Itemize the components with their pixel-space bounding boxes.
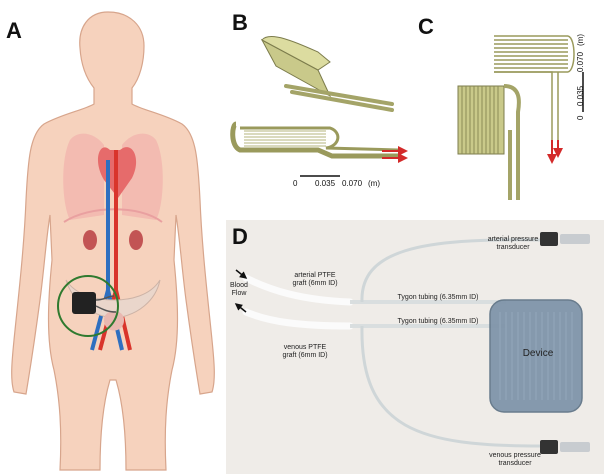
scale-b-unit: (m) [368, 179, 380, 188]
coil-side-lines [244, 130, 326, 147]
label-tygon-bottom: Tygon tubing (6.35mm ID) [397, 318, 479, 325]
implant-highlight-ring [57, 275, 119, 337]
label-blood-flow: Blood Flow [230, 282, 248, 297]
label-venous-graft: venous PTFE graft (6mm ID) [282, 344, 328, 359]
implant-tubing [95, 295, 117, 313]
arterial-graft [242, 274, 354, 306]
label-venous-transducer: venous pressure transducer [489, 452, 541, 467]
label-device: Device [522, 348, 554, 359]
scale-b-tick-2: 0.070 [342, 179, 363, 188]
left-lung [63, 133, 104, 220]
coil-render-perspective [260, 36, 394, 112]
implanted-device [72, 292, 96, 314]
arterial-transducer-valve [560, 234, 590, 244]
human-body-illustration [11, 11, 215, 471]
arterial-line [360, 238, 541, 303]
scale-c-tick-2: 0.070 [576, 51, 585, 72]
body-silhouette [11, 11, 215, 471]
right-kidney [129, 230, 143, 250]
device-photo [226, 220, 604, 474]
blood-flow-out-arrow [234, 303, 247, 313]
label-tygon-top: Tygon tubing (6.35mm ID) [397, 294, 479, 301]
panel-label-a: A [6, 18, 22, 43]
scale-b-tick-1: 0.035 [315, 179, 336, 188]
panel-label-c: C [418, 14, 434, 39]
coil-plate-top [261, 36, 331, 71]
label-arterial-transducer: arterial pressure transducer [487, 236, 539, 251]
scale-b-tick-0: 0 [293, 179, 298, 188]
coil-tubes-3d [284, 84, 394, 112]
venous-graft [242, 308, 354, 330]
venous-transducer-body [540, 440, 558, 454]
coil-side-return [240, 126, 399, 152]
panel-label-d: D [232, 224, 248, 249]
venous-line [360, 325, 541, 448]
device-channels [499, 312, 573, 400]
coil-serpentine-front [494, 35, 575, 150]
scale-c-tick-1: 0.035 [576, 85, 585, 106]
coil-block-3d [457, 84, 521, 200]
left-kidney [83, 230, 97, 250]
coil-side-outline [230, 121, 398, 159]
scale-c-unit: (m) [576, 34, 585, 46]
label-arterial-graft: arterial PTFE graft (6mm ID) [292, 272, 338, 287]
blood-flow-in-arrow [235, 269, 248, 279]
venous-transducer-valve [560, 442, 590, 452]
panel-label-b: B [232, 10, 248, 35]
arterial-transducer-body [540, 232, 558, 246]
coil-render-side [230, 121, 408, 177]
scale-c-tick-0: 0 [576, 115, 585, 120]
